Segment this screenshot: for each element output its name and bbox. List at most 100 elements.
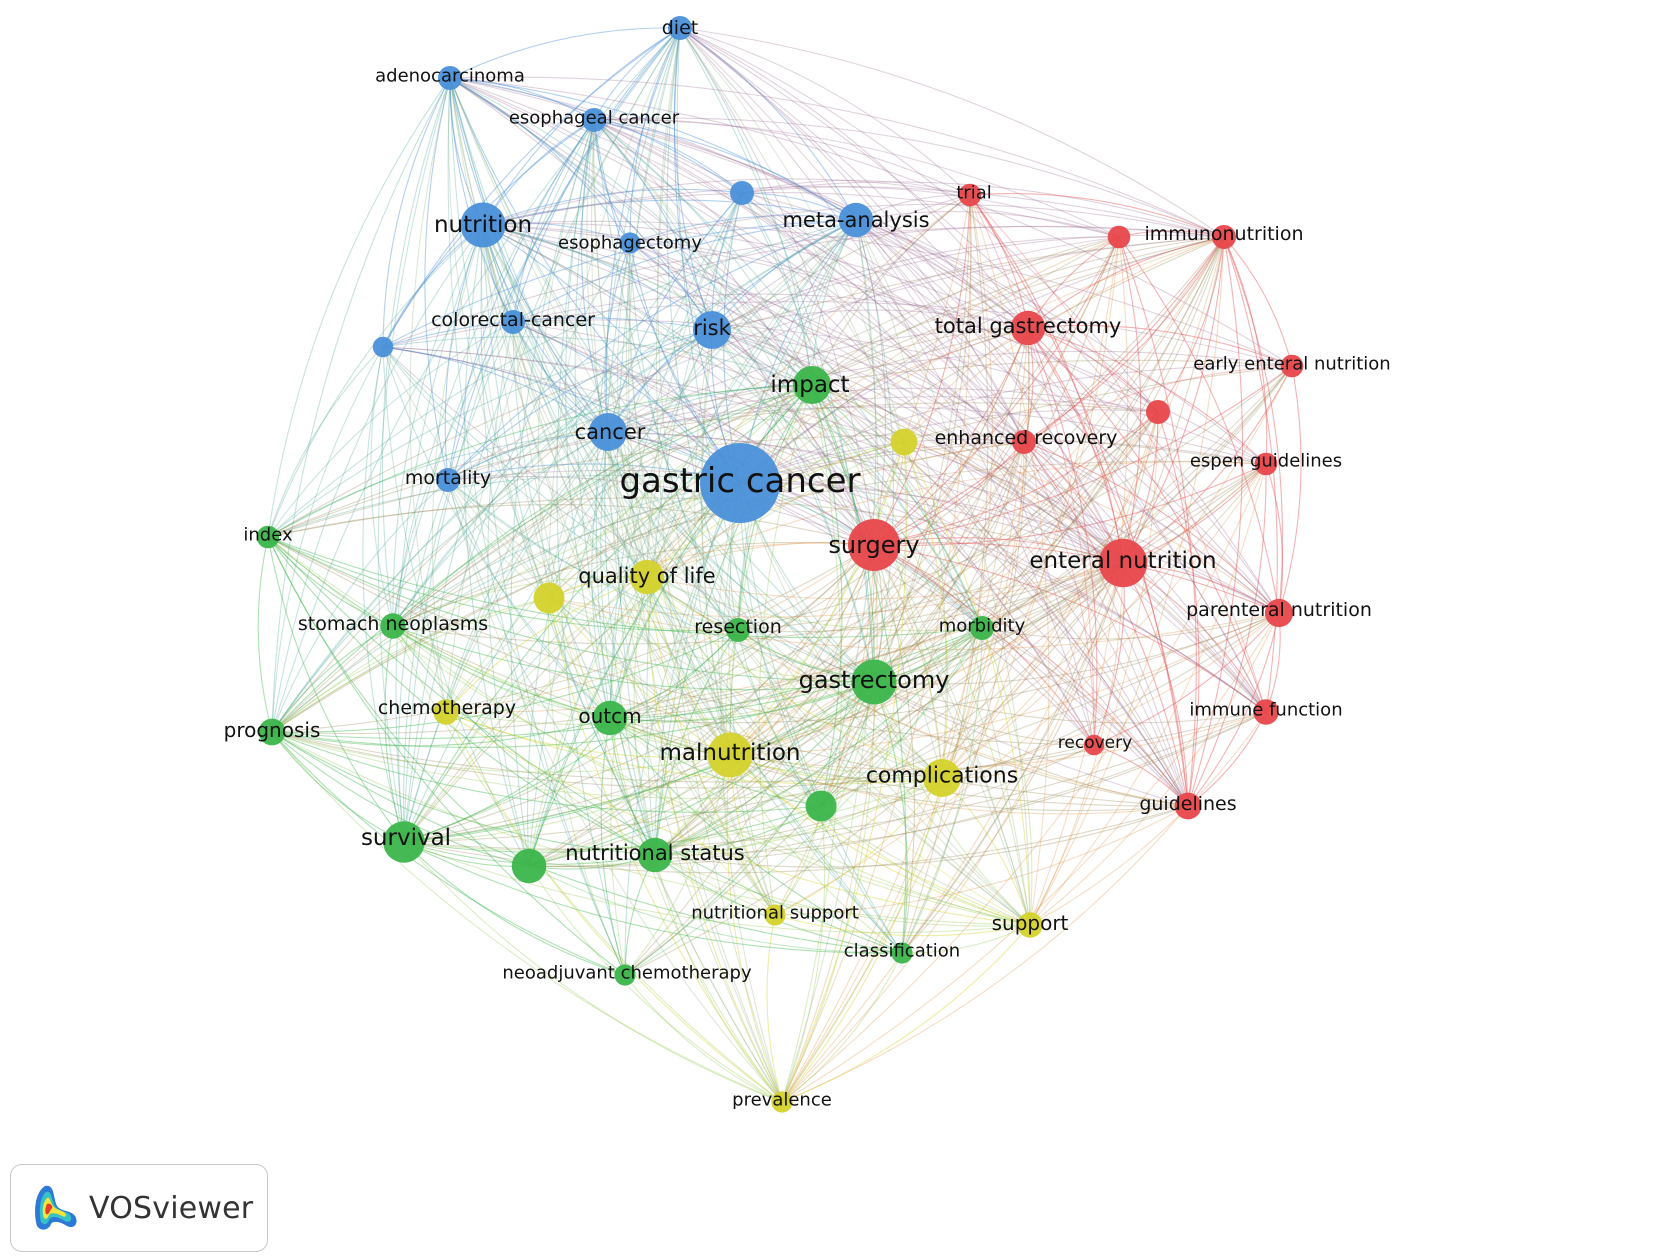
node-enhanced-recovery[interactable] bbox=[890, 428, 918, 456]
node-blue-unlabeled-1[interactable] bbox=[730, 181, 754, 205]
network-edge bbox=[873, 681, 1031, 926]
label-complications[interactable]: complications bbox=[866, 764, 1018, 789]
label-impact[interactable]: impact bbox=[770, 372, 849, 398]
label-prevalence[interactable]: prevalence bbox=[732, 1090, 832, 1111]
node-stomach-neoplasms[interactable] bbox=[380, 613, 406, 639]
node-early-enteral-nutrition[interactable] bbox=[1280, 354, 1304, 378]
label-survival[interactable]: survival bbox=[361, 825, 451, 851]
node-surgery[interactable] bbox=[848, 519, 900, 571]
node-outcm[interactable] bbox=[592, 700, 628, 736]
network-edge bbox=[403, 463, 1267, 843]
label-resection[interactable]: resection bbox=[694, 616, 782, 638]
node-classification[interactable] bbox=[891, 942, 913, 964]
node-total-gastrectomy[interactable] bbox=[1010, 310, 1046, 346]
node-resection[interactable] bbox=[726, 618, 750, 642]
node-prevalence[interactable] bbox=[771, 1091, 793, 1113]
node-diet[interactable] bbox=[668, 16, 692, 40]
node-espen-guidelines[interactable] bbox=[1254, 452, 1278, 476]
node-nutritional-status[interactable] bbox=[637, 837, 673, 873]
label-malnutrition[interactable]: malnutrition bbox=[660, 740, 801, 766]
node-support[interactable] bbox=[1017, 912, 1043, 938]
label-guidelines[interactable]: guidelines bbox=[1139, 793, 1236, 815]
node-gastric-cancer[interactable] bbox=[700, 443, 780, 523]
network-edge bbox=[981, 365, 1293, 629]
node-yellow-unlabeled-1[interactable] bbox=[533, 582, 565, 614]
node-immunonutrition[interactable] bbox=[1212, 225, 1236, 249]
label-early-enteral-nutrition[interactable]: early enteral nutrition bbox=[1193, 354, 1390, 375]
node-red-unlabeled-2[interactable] bbox=[1146, 400, 1170, 424]
label-nutritional-support[interactable]: nutritional support bbox=[691, 903, 859, 924]
label-esophagectomy[interactable]: esophagectomy bbox=[558, 233, 702, 254]
label-nutritional-status[interactable]: nutritional status bbox=[565, 841, 744, 865]
node-gastrectomy[interactable] bbox=[851, 659, 897, 705]
label-parenteral-nutrition[interactable]: parenteral nutrition bbox=[1186, 599, 1372, 621]
node-parenteral-nutrition[interactable] bbox=[1264, 598, 1294, 628]
label-chemotherapy[interactable]: chemotherapy bbox=[378, 697, 516, 719]
network-edge bbox=[565, 119, 611, 719]
label-colorectal-cancer[interactable]: colorectal-cancer bbox=[431, 309, 595, 331]
node-nutrition[interactable] bbox=[460, 202, 506, 248]
node-risk[interactable] bbox=[693, 311, 731, 349]
label-total-gastrectomy[interactable]: total gastrectomy bbox=[935, 314, 1122, 338]
label-nutrition[interactable]: nutrition bbox=[434, 212, 532, 238]
label-outcm[interactable]: outcm bbox=[578, 704, 641, 728]
label-adenocarcinoma[interactable]: adenocarcinoma bbox=[375, 66, 525, 87]
label-diet[interactable]: diet bbox=[662, 17, 698, 39]
label-stomach-neoplasms[interactable]: stomach neoplasms bbox=[298, 613, 488, 635]
label-esophageal-cancer[interactable]: esophageal cancer bbox=[509, 108, 680, 129]
node-quality-of-life[interactable] bbox=[629, 559, 665, 595]
node-adenocarcinoma[interactable] bbox=[438, 66, 462, 90]
node-blue-unlabeled-2[interactable] bbox=[372, 336, 394, 358]
node-red-unlabeled-1[interactable] bbox=[1107, 225, 1131, 249]
node-prognosis[interactable] bbox=[258, 718, 286, 746]
label-prognosis[interactable]: prognosis bbox=[224, 718, 321, 742]
node-enhanced-recovery-red[interactable] bbox=[1012, 430, 1036, 454]
label-enhanced-recovery[interactable]: enhanced recovery bbox=[935, 427, 1118, 449]
node-neoadjuvant-chemotherapy[interactable] bbox=[614, 964, 636, 986]
node-guidelines[interactable] bbox=[1174, 792, 1202, 820]
node-trial[interactable] bbox=[958, 183, 982, 207]
label-trial[interactable]: trial bbox=[956, 183, 992, 204]
vosviewer-badge[interactable]: VOSviewer bbox=[10, 1164, 268, 1252]
label-enteral-nutrition[interactable]: enteral nutrition bbox=[1029, 548, 1216, 574]
node-morbidity[interactable] bbox=[970, 616, 994, 640]
label-quality-of-life[interactable]: quality of life bbox=[578, 564, 715, 588]
node-impact[interactable] bbox=[793, 366, 831, 404]
label-surgery[interactable]: surgery bbox=[828, 531, 919, 559]
label-espen-guidelines[interactable]: espen guidelines bbox=[1190, 451, 1342, 472]
network-edge bbox=[267, 536, 611, 719]
node-cancer[interactable] bbox=[589, 413, 627, 451]
label-gastrectomy[interactable]: gastrectomy bbox=[799, 666, 950, 694]
label-index[interactable]: index bbox=[243, 525, 293, 546]
node-immune-function[interactable] bbox=[1253, 699, 1279, 725]
node-index[interactable] bbox=[256, 525, 280, 549]
node-esophageal-cancer[interactable] bbox=[582, 108, 606, 132]
label-immune-function[interactable]: immune function bbox=[1189, 700, 1342, 721]
node-mortality[interactable] bbox=[436, 468, 460, 492]
label-meta-analysis[interactable]: meta-analysis bbox=[782, 208, 929, 232]
label-gastric-cancer[interactable]: gastric cancer bbox=[619, 461, 860, 501]
label-morbidity[interactable]: morbidity bbox=[939, 616, 1026, 637]
label-cancer[interactable]: cancer bbox=[575, 420, 646, 444]
node-esophagectomy[interactable] bbox=[619, 232, 641, 254]
node-chemotherapy[interactable] bbox=[433, 699, 459, 725]
node-meta-analysis[interactable] bbox=[838, 202, 874, 238]
node-green-unlabeled-1[interactable] bbox=[511, 848, 547, 884]
label-immunonutrition[interactable]: immunonutrition bbox=[1144, 223, 1303, 245]
network-edge bbox=[593, 119, 731, 756]
label-classification[interactable]: classification bbox=[844, 941, 960, 962]
node-survival[interactable] bbox=[383, 821, 425, 863]
node-green-unlabeled-2[interactable] bbox=[805, 790, 837, 822]
label-support[interactable]: support bbox=[992, 911, 1069, 935]
node-nutritional-support[interactable] bbox=[764, 904, 786, 926]
label-recovery[interactable]: recovery bbox=[1058, 733, 1132, 753]
node-malnutrition[interactable] bbox=[707, 732, 753, 778]
node-complications[interactable] bbox=[923, 759, 961, 797]
node-colorectal-cancer[interactable] bbox=[501, 310, 525, 334]
label-mortality[interactable]: mortality bbox=[405, 467, 491, 489]
node-enteral-nutrition[interactable] bbox=[1098, 538, 1148, 588]
label-risk[interactable]: risk bbox=[693, 316, 731, 340]
node-recovery[interactable] bbox=[1083, 734, 1105, 756]
label-neoadjuvant-chemotherapy[interactable]: neoadjuvant chemotherapy bbox=[502, 963, 752, 984]
